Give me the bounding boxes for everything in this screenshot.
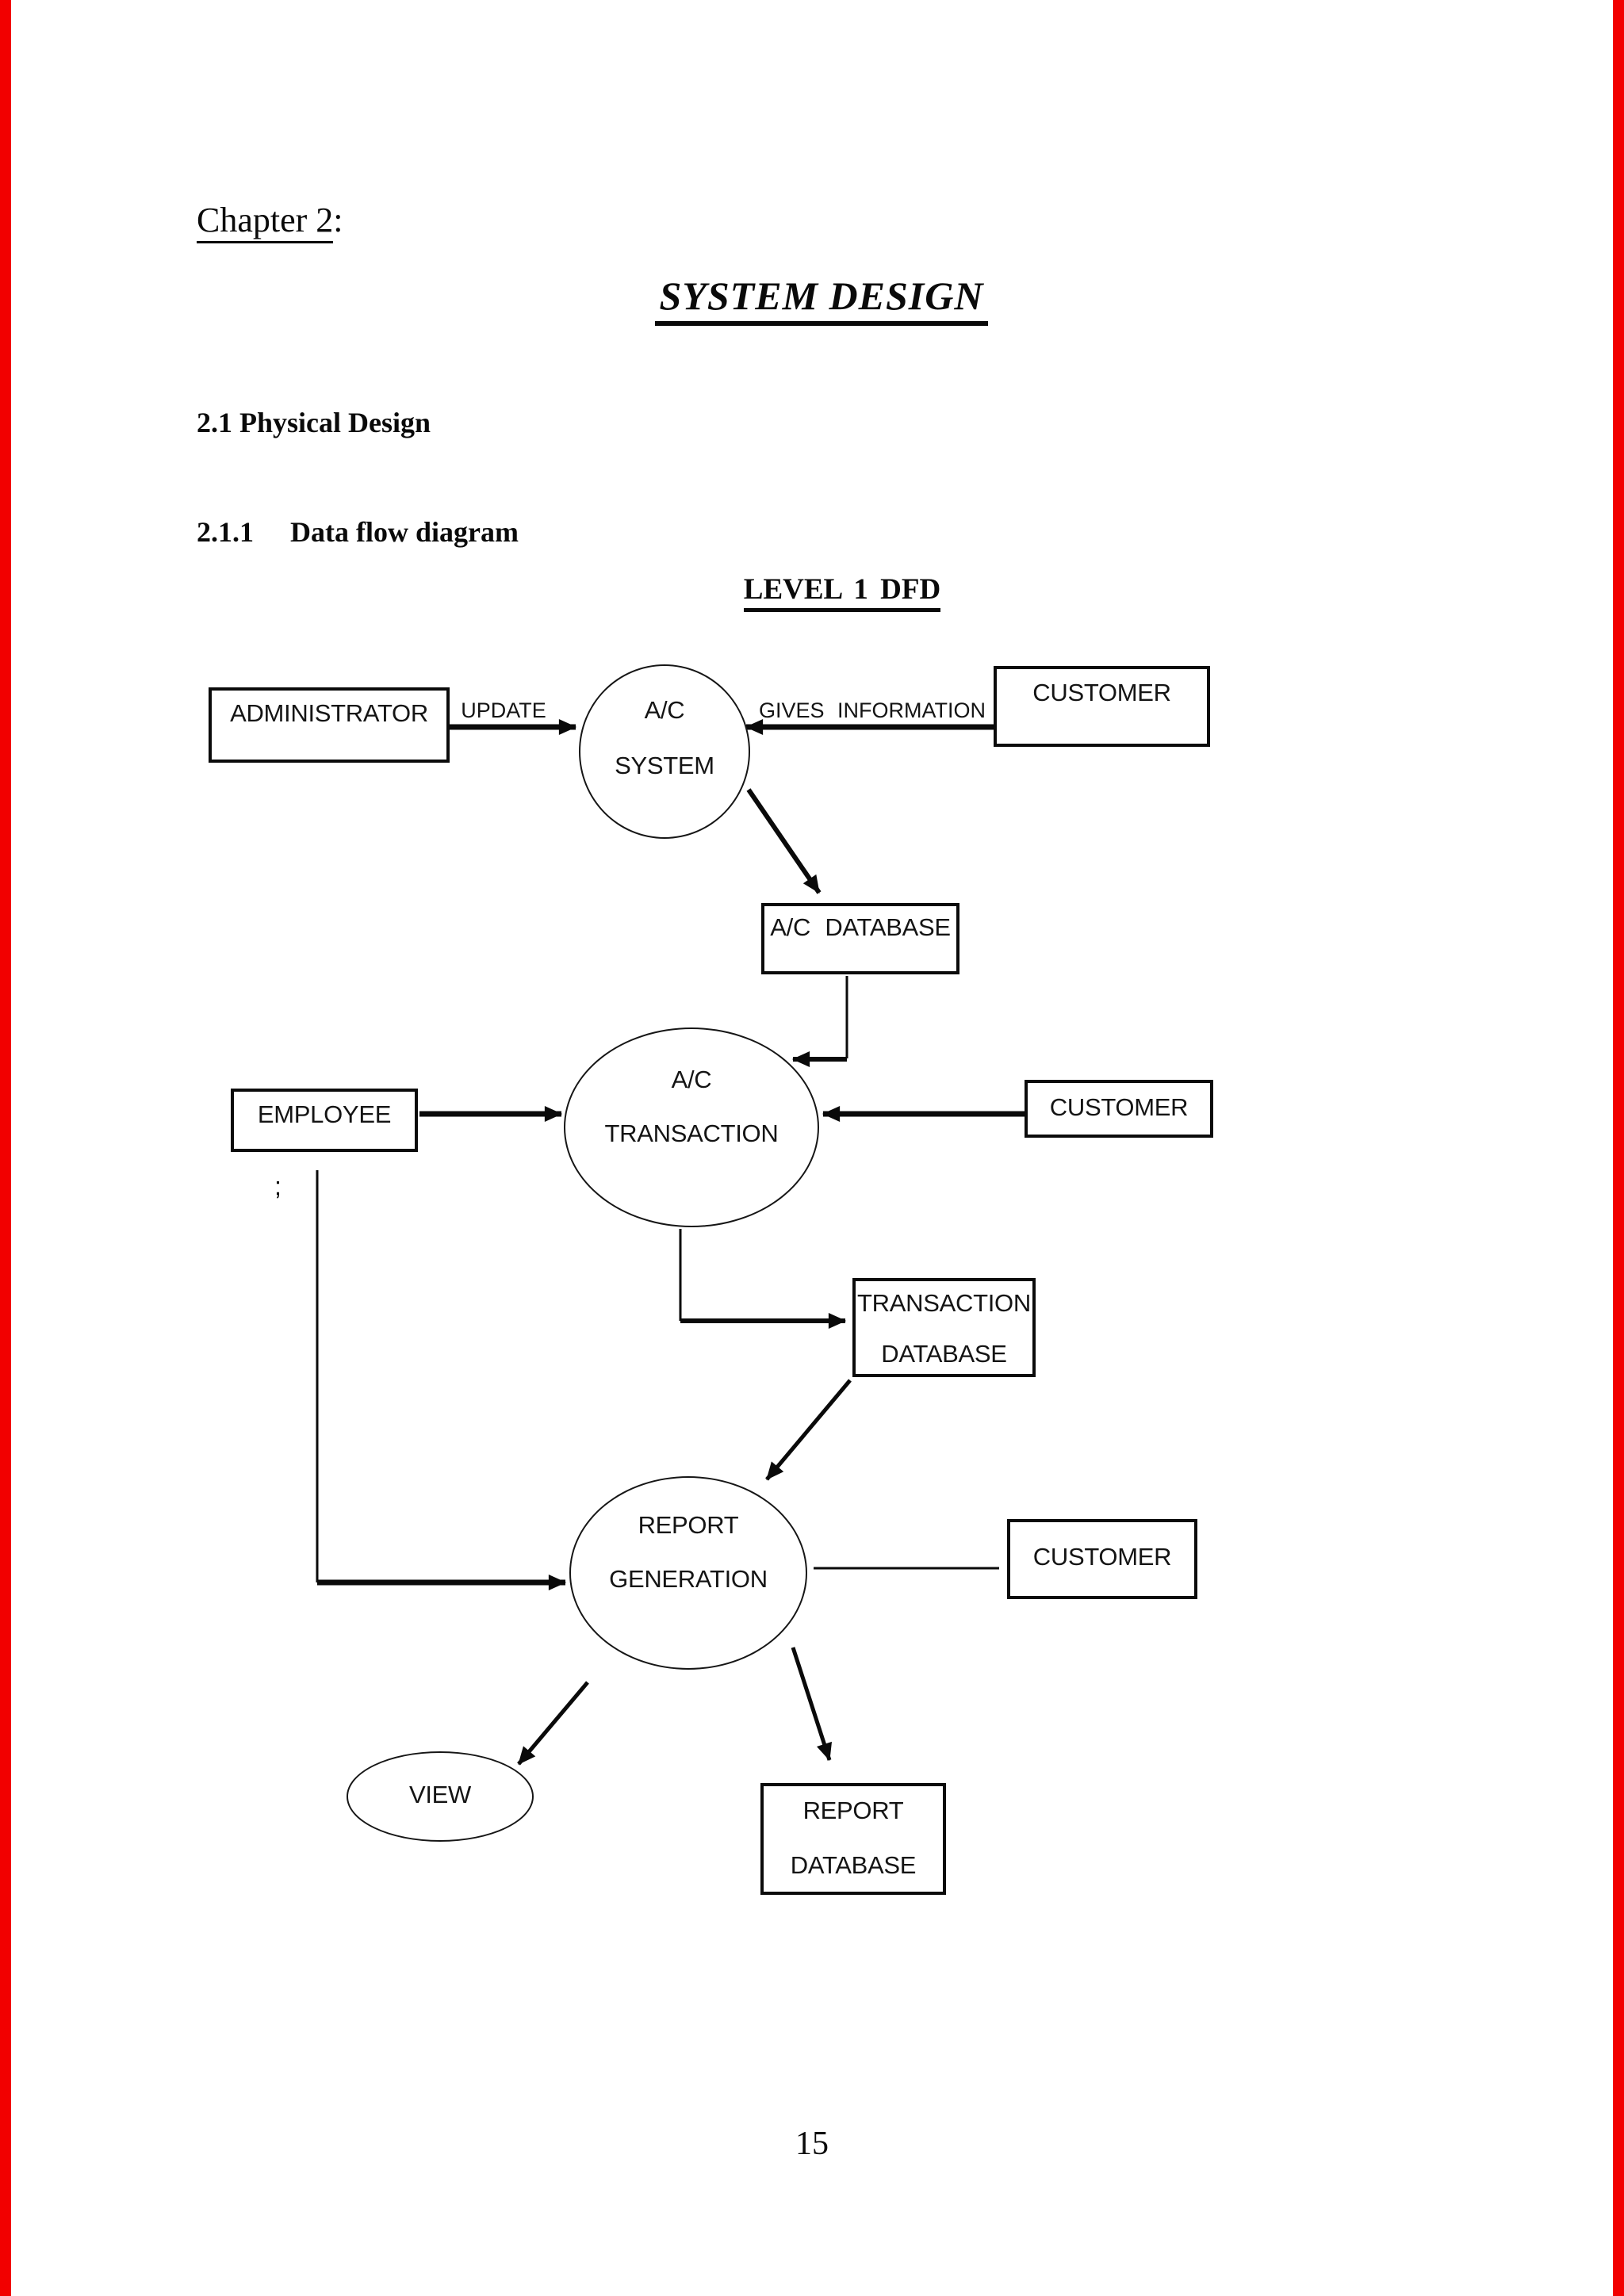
chapter-heading-colon: : [333, 201, 343, 239]
subsection-title: Data flow diagram [290, 516, 519, 548]
process-ac-system-label-line2: SYSTEM [615, 752, 714, 779]
document-title: SYSTEM DESIGN [0, 273, 1624, 326]
flow-report-generation-to-report-database [791, 1647, 833, 1762]
flow-label-update: UPDATE [461, 698, 546, 722]
section-heading-2-1: 2.1 Physical Design [197, 407, 431, 438]
entity-customer-2-label: CUSTOMER [1049, 1093, 1189, 1121]
diagram-title-text: LEVEL 1 DFD [743, 573, 941, 612]
stray-mark: ; [274, 1172, 282, 1200]
page-number: 15 [795, 2126, 829, 2162]
process-ac-transaction-label-line2: TRANSACTION [604, 1119, 779, 1147]
diagram-title: LEVEL 1 DFD [0, 572, 1624, 612]
entity-administrator-box: ADMINISTRATOR [209, 687, 450, 763]
entity-customer-1-label: CUSTOMER [1032, 679, 1171, 706]
subsection-number: 2.1.1 [197, 516, 254, 548]
process-report-generation-ellipse [569, 1476, 807, 1670]
process-view-label: VIEW [408, 1781, 472, 1808]
flow-report-generation-to-view [517, 1681, 589, 1766]
entity-administrator-label: ADMINISTRATOR [230, 699, 428, 727]
store-report-database-label-line2: DATABASE [790, 1851, 917, 1879]
flow-transaction-database-to-report-generation [765, 1379, 852, 1481]
flow-label-gives-information: GIVES INFORMATION [758, 698, 986, 722]
entity-customer-3-box: CUSTOMER [1007, 1519, 1197, 1599]
process-view-ellipse [347, 1751, 534, 1842]
scan-edge-right [1613, 0, 1624, 2296]
process-report-generation-label-line1: REPORT [638, 1511, 739, 1539]
flow-ac-system-to-ac-database [746, 788, 822, 894]
document-title-text: SYSTEM DESIGN [654, 274, 989, 326]
entity-employee-label: EMPLOYEE [257, 1100, 392, 1128]
store-ac-database-label: A/C DATABASE [770, 913, 951, 941]
chapter-heading: Chapter 2: [197, 200, 343, 243]
process-ac-system-ellipse [579, 664, 750, 839]
chapter-heading-text: Chapter 2 [197, 201, 334, 243]
store-report-database-label-line1: REPORT [802, 1797, 904, 1824]
store-ac-database-box: A/C DATABASE [761, 903, 959, 974]
process-report-generation-label-line2: GENERATION [609, 1565, 768, 1593]
entity-customer-2-box: CUSTOMER [1025, 1080, 1213, 1138]
scan-edge-left [0, 0, 11, 2296]
entity-customer-3-label: CUSTOMER [1032, 1543, 1172, 1571]
entity-customer-1-box: CUSTOMER [994, 666, 1210, 747]
process-ac-system-label-line1: A/C [644, 696, 685, 724]
store-report-database-box: REPORT DATABASE [760, 1783, 946, 1895]
store-transaction-database-box: TRANSACTION DATABASE [852, 1278, 1036, 1377]
store-transaction-database-label-line2: DATABASE [881, 1340, 1007, 1368]
section-heading-2-1-1: 2.1.1 Data flow diagram [197, 515, 519, 549]
process-ac-transaction-ellipse [564, 1027, 819, 1227]
store-transaction-database-label-line1: TRANSACTION [857, 1289, 1031, 1317]
entity-employee-box: EMPLOYEE [231, 1089, 418, 1152]
process-ac-transaction-label-line1: A/C [671, 1066, 712, 1093]
